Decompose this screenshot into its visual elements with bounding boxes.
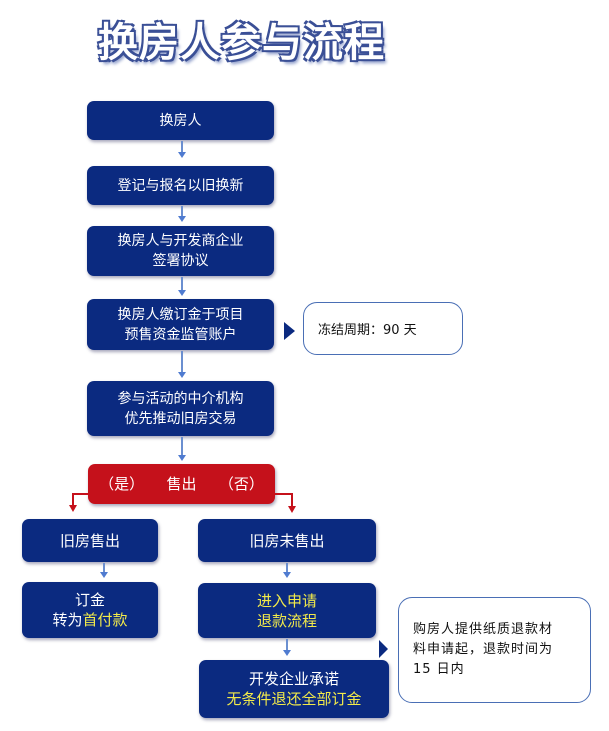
- old-house-sold: 旧房售出: [22, 519, 158, 562]
- note-text: 购房人提供纸质退款材: [413, 622, 554, 637]
- developer-promise: 开发企业承诺 无条件退还全部订金: [199, 660, 389, 718]
- step-label: 参与活动的中介机构: [117, 390, 244, 407]
- highlight-text: 退款流程: [256, 611, 317, 630]
- arrow-down-icon: [178, 372, 186, 378]
- step-pay-deposit: 换房人缴订金于项目预售资金监管账户: [87, 299, 274, 350]
- step-label: 旧房售出: [59, 531, 120, 550]
- no-connector: [291, 493, 293, 506]
- step-label: 签署协议: [152, 253, 209, 269]
- arrow-right-icon: [379, 640, 388, 658]
- step-label: 优先推动旧房交易: [124, 410, 237, 427]
- freeze-period-note: 冻结周期：90 天: [303, 302, 463, 355]
- connector: [286, 563, 288, 573]
- arrow-down-icon: [283, 650, 291, 656]
- arrow-down-icon: [178, 152, 186, 158]
- note-text: 料申请起，退款时间为: [413, 642, 554, 657]
- step-exchanger: 换房人: [87, 101, 274, 140]
- step-label: 登记与报名以旧换新: [117, 177, 244, 194]
- arrow-down-icon: [100, 572, 108, 578]
- arrow-down-icon: [283, 572, 291, 578]
- step-agency: 参与活动的中介机构优先推动旧房交易: [87, 381, 274, 436]
- connector: [181, 141, 183, 153]
- refund-time-note: 购房人提供纸质退款材 料申请起，退款时间为 15 日内: [398, 597, 591, 703]
- arrow-down-icon: [69, 505, 77, 512]
- refund-application: 进入申请 退款流程: [198, 583, 376, 638]
- highlight-text: 首付款: [82, 611, 128, 629]
- step-label: 订金: [74, 591, 105, 609]
- decision-no: （否）: [218, 475, 264, 493]
- connector: [181, 206, 183, 218]
- decision-label: 售出: [166, 475, 197, 493]
- step-label: 转为: [52, 611, 83, 629]
- yes-connector: [72, 493, 74, 505]
- yes-connector: [72, 493, 88, 495]
- connector: [286, 639, 288, 651]
- old-house-unsold: 旧房未售出: [198, 519, 376, 562]
- page-title: 换房人参与流程: [98, 20, 385, 66]
- step-label: 换房人与开发商企业: [117, 233, 244, 249]
- connector: [181, 351, 183, 373]
- note-text: 冻结周期：90 天: [318, 323, 417, 338]
- note-text: 15 日内: [413, 662, 465, 677]
- step-label: 开发企业承诺: [248, 670, 339, 688]
- step-label: 换房人: [159, 112, 202, 129]
- step-sign-agreement: 换房人与开发商企业签署协议: [87, 226, 274, 276]
- connector: [181, 437, 183, 455]
- connector: [103, 563, 105, 573]
- arrow-down-icon: [178, 290, 186, 296]
- arrow-down-icon: [178, 455, 186, 461]
- step-label: 换房人缴订金于项目: [117, 306, 244, 323]
- decision-yes: （是）: [99, 475, 145, 493]
- decision-sold: （是） 售出 （否）: [88, 464, 275, 504]
- connector: [181, 277, 183, 291]
- highlight-text: 进入申请: [256, 591, 317, 610]
- arrow-right-icon: [284, 322, 295, 340]
- arrow-down-icon: [288, 506, 296, 513]
- arrow-down-icon: [178, 216, 186, 222]
- step-register: 登记与报名以旧换新: [87, 166, 274, 205]
- highlight-text: 无条件退还全部订金: [226, 690, 362, 708]
- step-label: 旧房未售出: [249, 531, 325, 550]
- no-connector: [275, 493, 292, 495]
- step-label: 预售资金监管账户: [124, 326, 237, 343]
- deposit-to-downpayment: 订金 转为首付款: [22, 582, 158, 638]
